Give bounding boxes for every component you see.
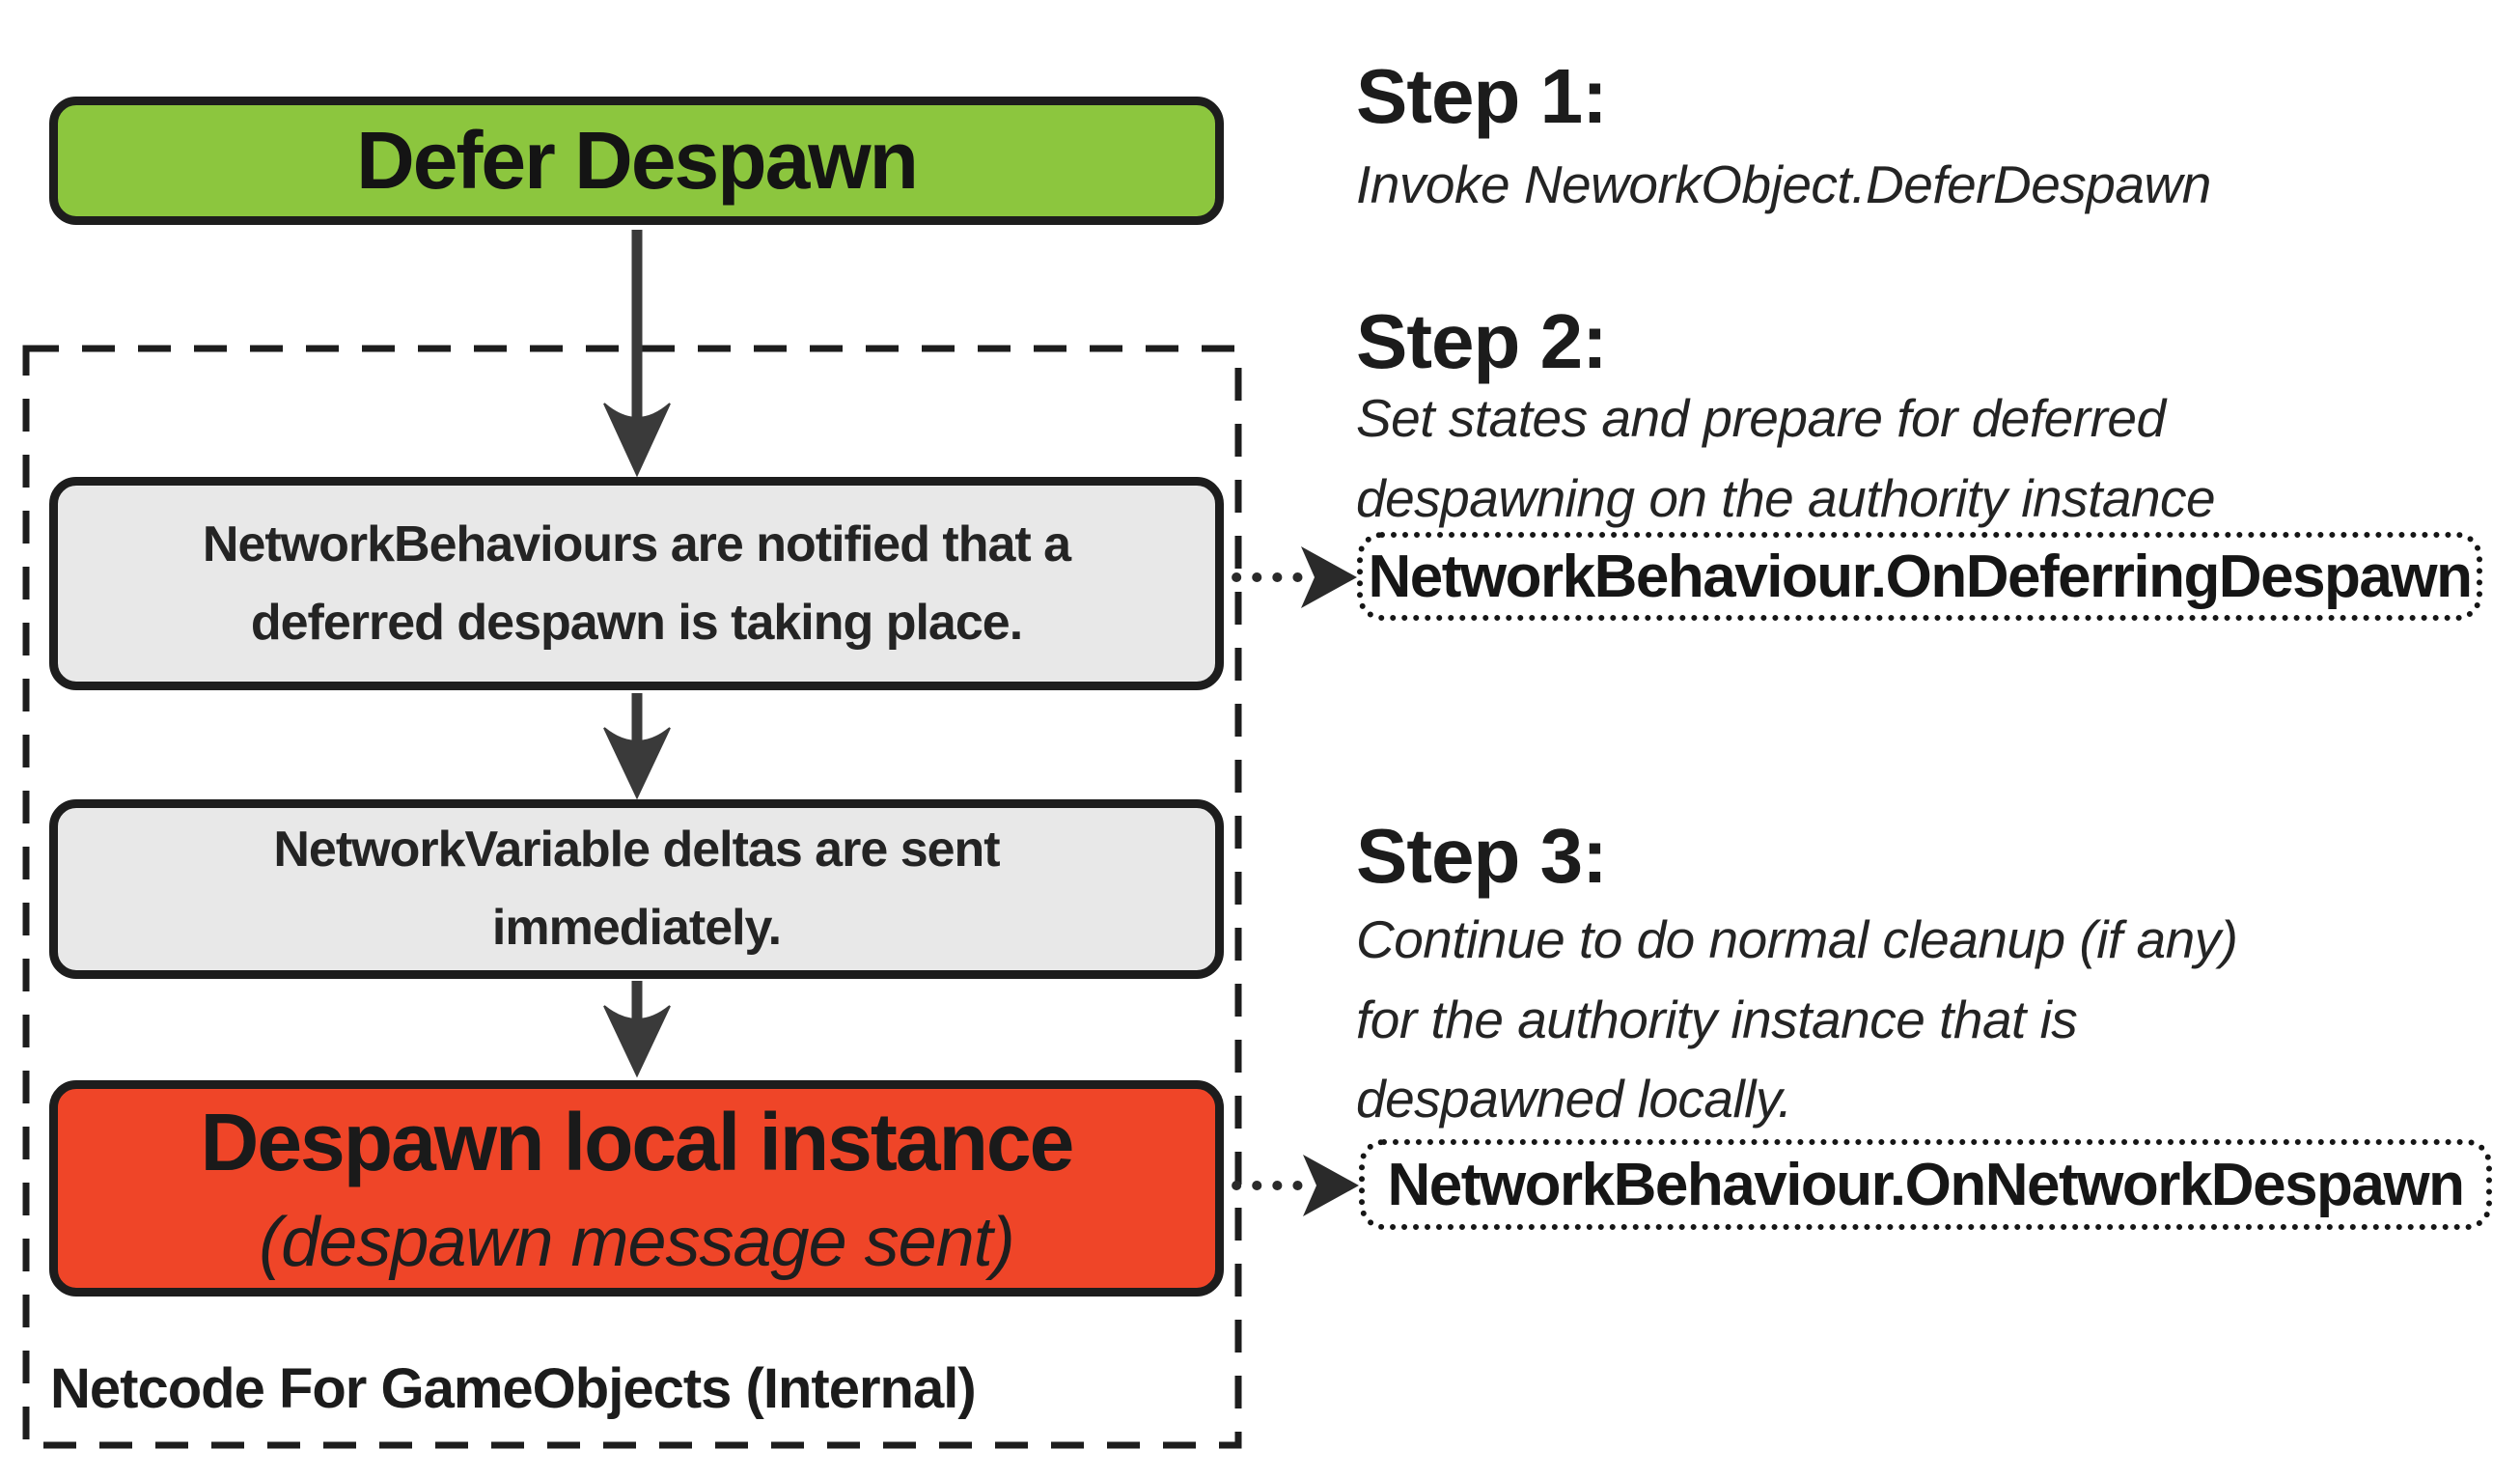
step3-description: Continue to do normal cleanup (if any) f… — [1356, 900, 2238, 1139]
node-text-line: NetworkBehaviours are notified that a — [202, 516, 1071, 572]
internal-scope-dashed-border — [22, 345, 1242, 1449]
step3-heading: Step 3: — [1356, 813, 1608, 899]
node-defer-despawn-label: Defer Despawn — [356, 115, 919, 206]
node-text-line: deferred despawn is taking place. — [250, 594, 1023, 651]
callback-box-onnetworkdespawn: NetworkBehaviour.OnNetworkDespawn — [1359, 1139, 2492, 1230]
node-networkvariable-deltas: NetworkVariable deltas are sent immediat… — [49, 799, 1224, 979]
callback-onnetworkdespawn-label: NetworkBehaviour.OnNetworkDespawn — [1387, 1151, 2466, 1218]
dotted-connector-ondeferringdespawn — [1211, 546, 1357, 608]
step2-description-line: Set states and prepare for deferred — [1356, 388, 2166, 448]
node-defer-despawn: Defer Despawn — [49, 97, 1224, 225]
step3-description-line: Continue to do normal cleanup (if any) — [1356, 909, 2238, 969]
internal-scope-label: Netcode For GameObjects (Internal) — [50, 1357, 977, 1420]
node-despawn-title: Despawn local instance — [200, 1096, 1075, 1187]
node-despawn-local-instance: Despawn local instance (despawn message … — [49, 1080, 1224, 1297]
arrow-box2-to-end — [603, 981, 671, 1078]
callback-ondeferringdespawn-label: NetworkBehaviour.OnDeferringDespawn — [1368, 543, 2474, 610]
arrow-start-to-box1 — [603, 230, 671, 478]
step1-heading: Step 1: — [1356, 53, 1608, 139]
step2-description-line: despawning on the authority instance — [1356, 467, 2216, 528]
step3-description-line: for the authority instance that is — [1356, 989, 2078, 1049]
step3-description-line: despawned locally. — [1356, 1069, 1792, 1129]
dotted-connector-onnetworkdespawn — [1211, 1155, 1359, 1216]
arrow-box1-to-box2 — [603, 693, 671, 800]
step2-heading: Step 2: — [1356, 298, 1608, 384]
node-despawn-subtitle: (despawn message sent) — [259, 1203, 1014, 1281]
step1-description: Invoke NeworkObject.DeferDespawn — [1356, 145, 2211, 225]
node-text-line: immediately. — [491, 900, 782, 956]
step1-description-line: Invoke NeworkObject.DeferDespawn — [1356, 154, 2211, 214]
callback-box-ondeferringdespawn: NetworkBehaviour.OnDeferringDespawn — [1357, 532, 2482, 621]
step2-description: Set states and prepare for deferred desp… — [1356, 378, 2216, 538]
node-networkbehaviours-notified: NetworkBehaviours are notified that a de… — [49, 477, 1224, 690]
node-text-line: NetworkVariable deltas are sent — [273, 822, 1000, 878]
